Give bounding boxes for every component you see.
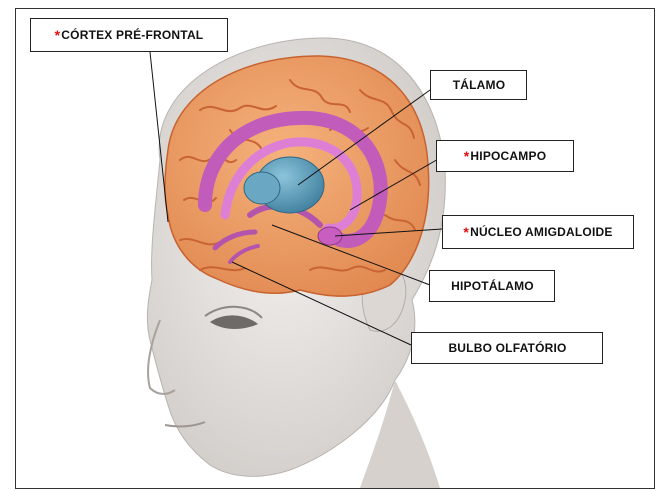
label-nucleo-amigdaloide: *NÚCLEO AMIGDALOIDE (442, 215, 634, 249)
label-hipotalamo: HIPOTÁLAMO (429, 270, 555, 302)
label-hipocampo: *HIPOCAMPO (436, 140, 574, 172)
label-bulbo-olfatorio: BULBO OLFATÓRIO (411, 332, 603, 364)
label-cortex-pre-frontal: *CÓRTEX PRÉ-FRONTAL (30, 18, 228, 52)
label-talamo: TÁLAMO (430, 70, 527, 100)
